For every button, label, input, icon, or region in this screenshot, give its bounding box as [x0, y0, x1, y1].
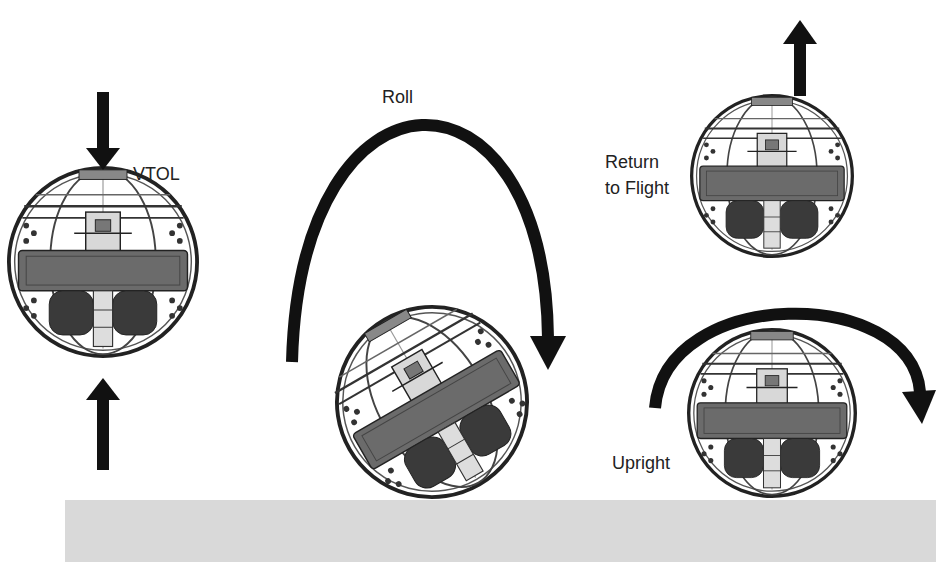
upright-arrowhead	[902, 390, 936, 424]
drone-roll	[302, 272, 562, 532]
upright-arrow	[655, 314, 920, 408]
roll-arrowhead	[530, 336, 566, 370]
arrows	[86, 20, 817, 470]
step-label: Upright	[612, 450, 670, 476]
ground	[65, 500, 936, 562]
drone-vtol	[9, 168, 197, 356]
drone-flight	[692, 96, 853, 257]
step-label: VTOL	[133, 161, 180, 187]
step-label: Roll	[382, 84, 413, 110]
drone-upright	[689, 330, 856, 497]
roll-arrow	[292, 125, 548, 362]
step-label: Return to Flight	[605, 149, 677, 201]
